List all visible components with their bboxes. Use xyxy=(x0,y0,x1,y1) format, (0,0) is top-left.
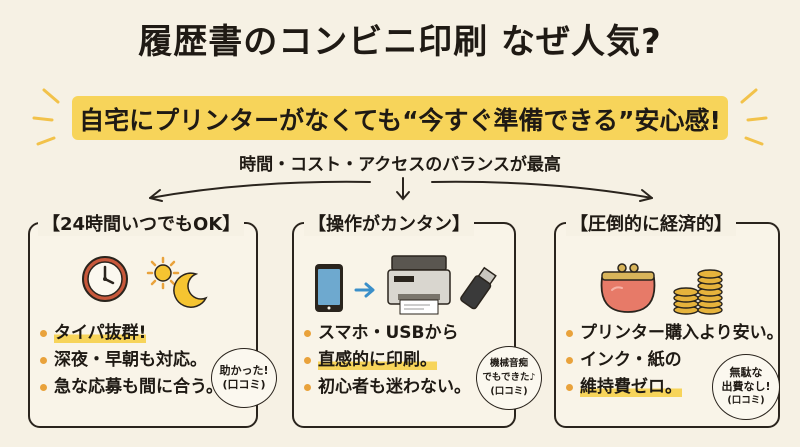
right-arrow xyxy=(431,180,653,199)
arrow-right-icon xyxy=(354,282,375,298)
review-bubble: 無駄な 出費なし! (口コミ) xyxy=(712,354,780,420)
list-item: 維持費ゼロ。 xyxy=(566,374,784,401)
card-bullets: スマホ・USBから 直感的に印刷。 初心者も迷わない。 xyxy=(304,320,471,401)
list-item: スマホ・USBから xyxy=(304,320,471,347)
bubble-line: 出費なし! xyxy=(721,380,771,393)
banner-text: 自宅にプリンターがなくても“今すぐ準備できる”安心感! xyxy=(79,106,721,135)
moon-icon xyxy=(173,272,208,308)
connector-arrows xyxy=(149,177,653,202)
list-item: 深夜・早朝も対応。 xyxy=(40,347,223,374)
page-title: 履歴書のコンビニ印刷 なぜ人気? xyxy=(138,22,662,62)
card-bullets: プリンター購入より安い。 インク・紙の 維持費ゼロ。 xyxy=(566,320,784,401)
bubble-line: でもできた♪ xyxy=(482,372,536,383)
coin-stack-icon xyxy=(673,269,723,315)
list-item: 初心者も迷わない。 xyxy=(304,374,471,401)
usb-icon xyxy=(460,266,497,310)
sun-icon xyxy=(146,256,180,290)
review-bubble: 機械音痴 でもできた♪ (口コミ) xyxy=(476,346,542,410)
card-title: 【圧倒的に経済的】 xyxy=(566,210,736,236)
sparkle-rays-decoration xyxy=(32,88,768,146)
bubble-line: (口コミ) xyxy=(490,386,528,397)
printer-icon xyxy=(387,255,451,315)
review-bubble: 助かった! (口コミ) xyxy=(211,348,277,408)
bubble-line: (口コミ) xyxy=(727,395,765,406)
smartphone-icon xyxy=(315,264,343,312)
list-item: インク・紙の xyxy=(566,347,784,374)
subtitle: 時間・コスト・アクセスのバランスが最高 xyxy=(239,155,561,175)
highlight-banner xyxy=(72,96,728,140)
left-arrow xyxy=(149,180,371,199)
list-item: プリンター購入より安い。 xyxy=(566,320,784,347)
card-title: 【24時間いつでもOK】 xyxy=(38,210,245,236)
list-item: 直感的に印刷。 xyxy=(304,347,471,374)
card-title: 【操作がカンタン】 xyxy=(304,210,474,236)
bubble-line: 無駄な xyxy=(729,366,763,379)
list-item: タイパ抜群! xyxy=(40,320,223,347)
bubble-line: 助かった! xyxy=(219,364,269,377)
coin-purse-icon xyxy=(600,263,656,313)
bubble-line: 機械音痴 xyxy=(489,358,528,369)
card-bullets: タイパ抜群! 深夜・早朝も対応。 急な応募も間に合う。 xyxy=(40,320,223,401)
list-item: 急な応募も間に合う。 xyxy=(40,374,223,401)
bubble-line: (口コミ) xyxy=(222,378,266,391)
clock-icon xyxy=(82,256,128,302)
